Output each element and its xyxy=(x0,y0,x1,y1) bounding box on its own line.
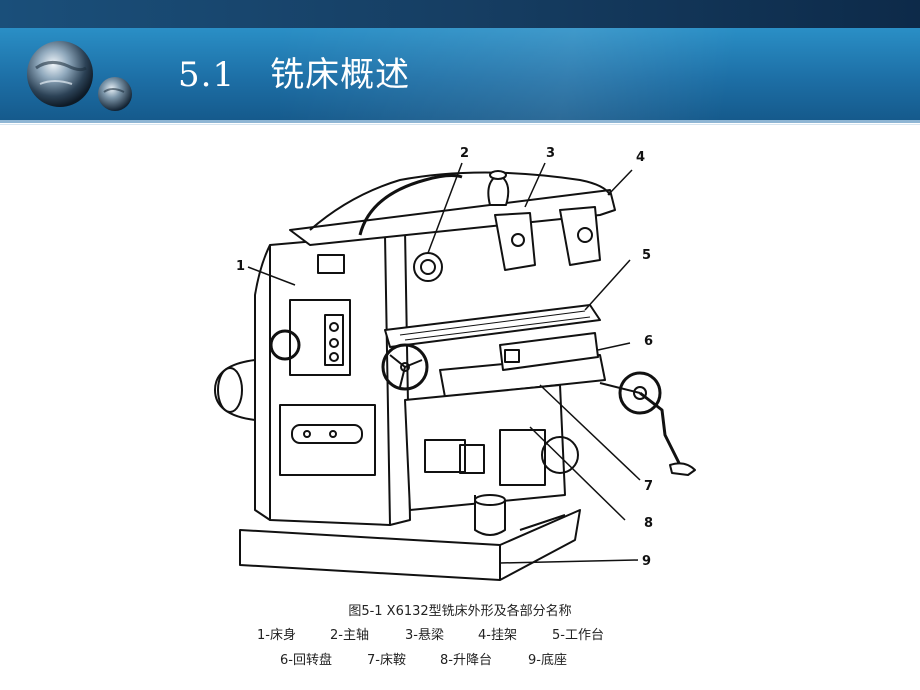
callout-9: 9 xyxy=(642,554,651,569)
legend-row-2: 6-回转盘 7-床鞍 8-升降台 9-底座 xyxy=(0,649,920,668)
header-divider-thin xyxy=(0,124,920,125)
legend-item: 2-主轴 xyxy=(330,628,369,643)
legend-row-1: 1-床身 2-主轴 3-悬梁 4-挂架 5-工作台 xyxy=(0,624,920,643)
callout-1: 1 xyxy=(236,259,245,274)
callout-7: 7 xyxy=(644,479,653,494)
callout-2: 2 xyxy=(460,146,469,161)
callout-8: 8 xyxy=(644,516,653,531)
header-top-bar xyxy=(0,0,920,28)
callout-6: 6 xyxy=(644,334,653,349)
legend-item: 3-悬梁 xyxy=(405,628,444,643)
legend-item: 8-升降台 xyxy=(440,653,492,668)
legend-item: 4-挂架 xyxy=(478,628,517,643)
callout-3: 3 xyxy=(546,146,555,161)
page-title: 5.1 铣床概述 xyxy=(178,55,411,95)
milling-machine-figure: 1 2 3 4 5 6 7 8 9 xyxy=(214,146,696,581)
figure-caption: 图5-1 X6132型铣床外形及各部分名称 xyxy=(348,604,572,619)
title-band xyxy=(0,28,920,120)
callout-5: 5 xyxy=(642,248,651,263)
header-divider xyxy=(0,120,920,123)
callout-4: 4 xyxy=(636,150,645,165)
legend-item: 6-回转盘 xyxy=(280,653,332,668)
legend-item: 9-底座 xyxy=(528,653,567,668)
legend-item: 7-床鞍 xyxy=(367,653,406,668)
legend-item: 1-床身 xyxy=(257,628,296,643)
legend-item: 5-工作台 xyxy=(552,628,604,643)
sphere-logo-icon xyxy=(27,41,132,111)
